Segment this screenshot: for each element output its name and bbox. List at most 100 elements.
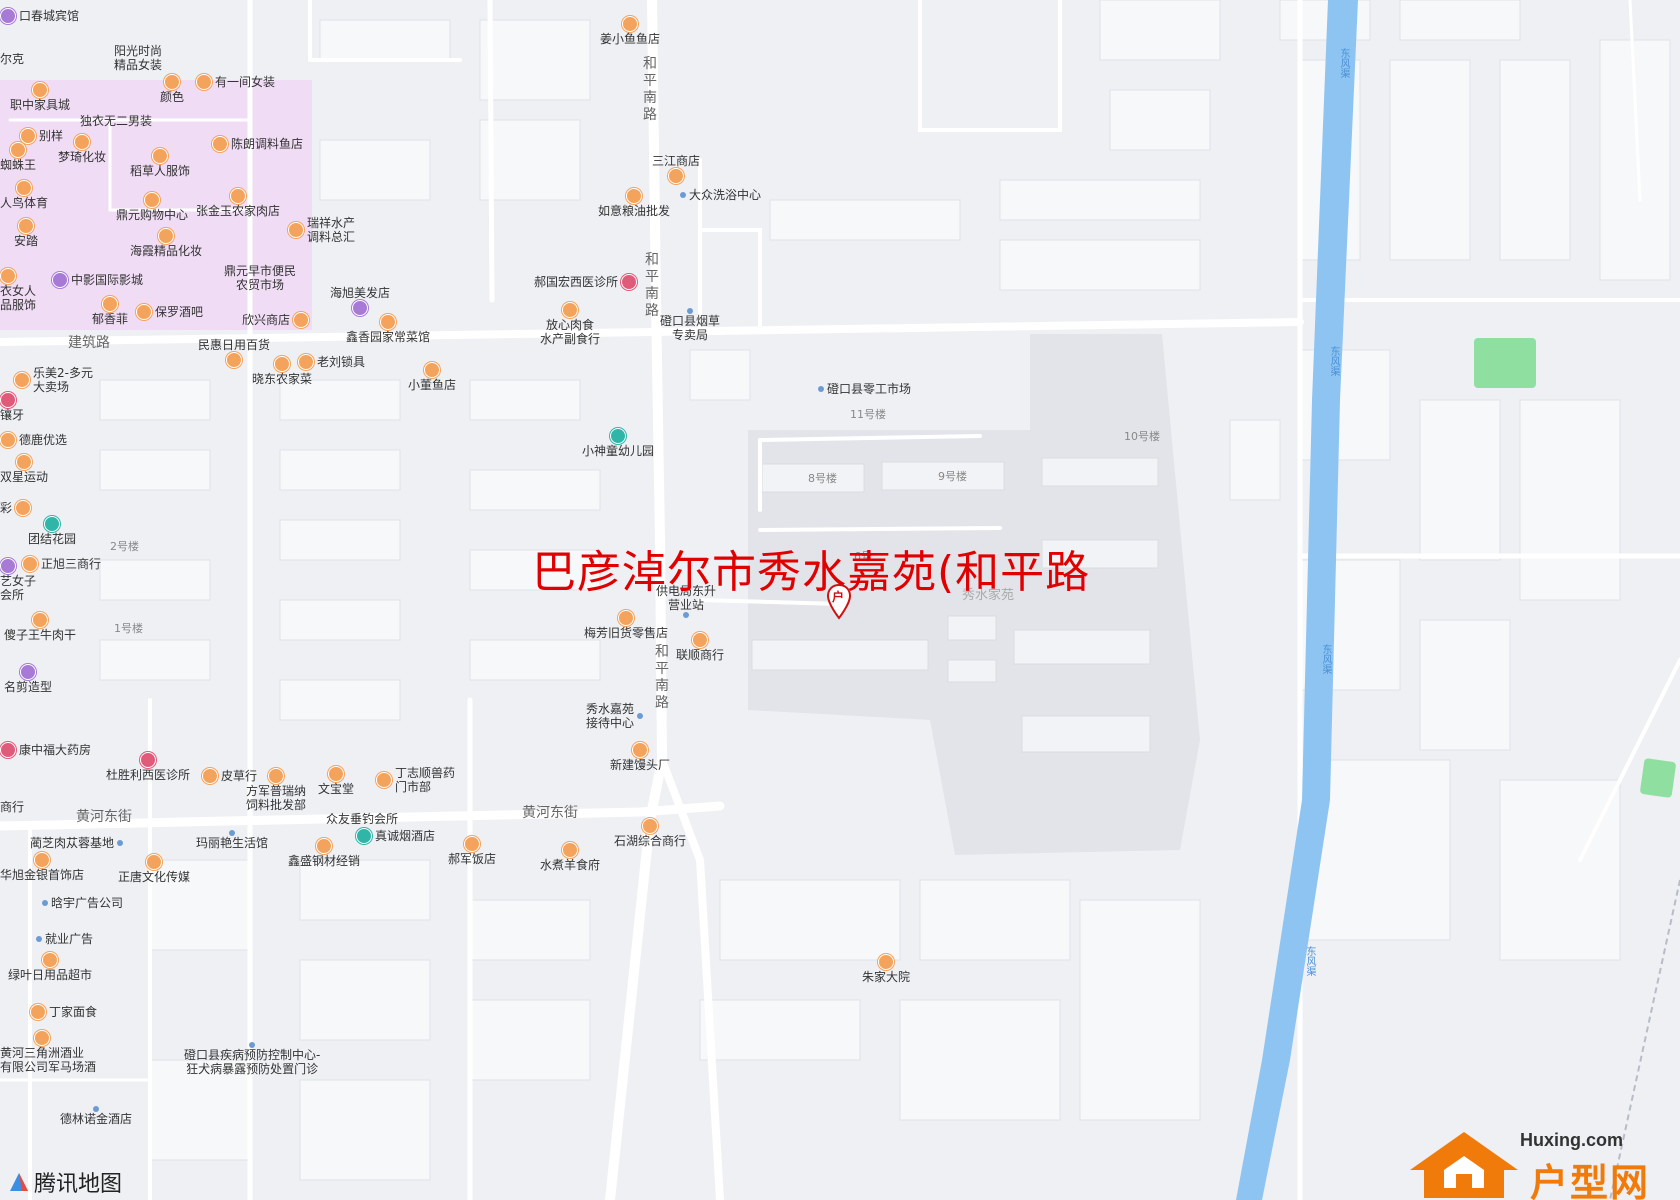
poi[interactable]: 放心肉食水产副食行 xyxy=(540,302,600,346)
poi[interactable]: 梅芳旧货零售店 xyxy=(584,610,668,640)
poi[interactable]: 欣兴商店 xyxy=(242,312,310,328)
poi[interactable]: 郝军饭店 xyxy=(448,836,496,866)
road-label-jianzhu: 建筑路 xyxy=(68,335,110,351)
poi[interactable]: 丁家面食 xyxy=(30,1004,97,1020)
poi[interactable]: 海旭美发店 xyxy=(330,286,390,316)
watermark-name: 户型网 xyxy=(1530,1161,1651,1200)
poi[interactable]: 三江商店 xyxy=(652,154,700,184)
poi[interactable]: 乐美2-多元大卖场 xyxy=(14,366,93,394)
poi[interactable]: 双星运动 xyxy=(0,454,48,484)
poi[interactable]: 傻子王牛肉干 xyxy=(4,612,76,642)
park-icon xyxy=(44,516,60,532)
poi[interactable]: 石湖综合商行 xyxy=(614,818,686,848)
poi[interactable]: 民惠日用百货 xyxy=(198,338,270,368)
poi[interactable]: 大众洗浴中心 xyxy=(680,188,761,202)
poi[interactable]: 蔺芝肉苁蓉基地 xyxy=(30,836,124,850)
poi[interactable]: 德鹿优选 xyxy=(0,432,67,448)
restaurant-icon xyxy=(878,954,894,970)
poi[interactable]: 海霞精品化妆 xyxy=(130,228,202,258)
poi[interactable]: 瑞祥水产调料总汇 xyxy=(288,216,355,244)
poi[interactable]: 梦琦化妆 xyxy=(58,134,106,164)
poi[interactable]: 秀水嘉苑接待中心 xyxy=(586,702,644,730)
poi[interactable]: 联顺商行 xyxy=(676,632,724,662)
poi[interactable]: 颜色 xyxy=(160,74,184,104)
shop-icon xyxy=(10,142,26,158)
poi[interactable]: 晗宇广告公司 xyxy=(42,896,123,910)
poi[interactable]: 蜘蛛王 xyxy=(0,142,36,172)
poi[interactable]: 鼎元购物中心 xyxy=(116,192,188,222)
poi[interactable]: 稻草人服饰 xyxy=(130,148,190,178)
poi[interactable]: 水煮羊食府 xyxy=(540,842,600,872)
river-label-1: 东风渠 xyxy=(1338,48,1349,78)
poi[interactable]: 别样 xyxy=(20,128,63,144)
poi[interactable]: 团结花园 xyxy=(28,516,76,546)
poi[interactable]: 朱家大院 xyxy=(862,954,910,984)
poi[interactable]: 丁志顺兽药门市部 xyxy=(376,766,455,794)
poi[interactable]: 阳光时尚精品女装 xyxy=(114,44,163,72)
poi[interactable]: 真诚烟酒店 xyxy=(356,828,435,844)
poi[interactable]: 独衣无二男装 xyxy=(80,114,153,128)
poi[interactable]: 供电局东升营业站 xyxy=(656,584,716,618)
poi[interactable]: 郝国宏西医诊所 xyxy=(534,274,638,290)
poi[interactable]: 小神童幼儿园 xyxy=(582,428,654,458)
poi[interactable]: 皮草行 xyxy=(202,768,257,784)
location-marker-icon[interactable] xyxy=(826,584,852,620)
poi[interactable]: 杜胜利西医诊所 xyxy=(106,752,190,782)
poi[interactable]: 文宝堂 xyxy=(318,766,354,796)
building-label-11: 11号楼 xyxy=(850,408,886,421)
marker-label: 户 xyxy=(832,590,845,604)
poi[interactable]: 方军普瑞纳饲料批发部 xyxy=(246,768,306,812)
poi[interactable]: 玛丽艳生活馆 xyxy=(196,830,268,850)
poi[interactable]: 老刘锁具 xyxy=(298,354,365,370)
poi[interactable]: 镶牙 xyxy=(0,392,24,422)
poi[interactable]: 磴口县疾病预防控制中心-狂犬病暴露预防处置门诊 xyxy=(184,1042,320,1076)
poi[interactable]: 口春城宾馆 xyxy=(0,8,79,24)
spa-icon xyxy=(0,558,16,574)
poi[interactable]: 安踏 xyxy=(14,218,38,248)
poi[interactable]: 康中福大药房 xyxy=(0,742,91,758)
shop-icon xyxy=(212,136,228,152)
poi[interactable]: 华旭金银首饰店 xyxy=(0,852,84,882)
poi[interactable]: 商行 xyxy=(0,800,25,814)
poi[interactable]: 彩 xyxy=(0,500,32,516)
poi[interactable]: 郁香菲 xyxy=(92,296,128,326)
shop-icon xyxy=(668,168,684,184)
poi[interactable]: 绿叶日用品超市 xyxy=(8,952,92,982)
river-label-4: 东风渠 xyxy=(1304,946,1315,976)
poi[interactable]: 尔克 xyxy=(0,52,25,66)
poi[interactable]: 新建馒头厂 xyxy=(610,742,670,772)
poi[interactable]: 陈朗调料鱼店 xyxy=(212,136,303,152)
pharmacy-icon xyxy=(0,742,16,758)
shop-icon xyxy=(152,148,168,164)
shop-icon xyxy=(16,180,32,196)
poi[interactable]: 名剪造型 xyxy=(4,664,52,694)
poi[interactable]: 就业广告 xyxy=(36,932,93,946)
poi[interactable]: 张金玉农家肉店 xyxy=(196,188,280,218)
poi[interactable]: 艺女子会所 xyxy=(0,558,36,602)
poi[interactable]: 黄河三角洲酒业有限公司军马场酒 xyxy=(0,1030,96,1074)
poi[interactable]: 正唐文化传媒 xyxy=(118,854,190,884)
poi[interactable]: 鼎元早市便民农贸市场 xyxy=(224,264,297,292)
building-label-2: 2号楼 xyxy=(110,540,139,553)
poi[interactable]: 人鸟体育 xyxy=(0,180,48,210)
poi[interactable]: 如意粮油批发 xyxy=(598,188,670,218)
poi[interactable]: 职中家具城 xyxy=(10,82,70,112)
poi[interactable]: 小董鱼店 xyxy=(408,362,456,392)
poi[interactable]: 衣女人品服饰 xyxy=(0,268,36,312)
poi[interactable]: 有一间女装 xyxy=(196,74,275,90)
scissors-icon xyxy=(352,300,368,316)
poi[interactable]: 中影国际影城 xyxy=(52,272,143,288)
poi[interactable]: 磴口县零工市场 xyxy=(818,382,911,396)
poi[interactable]: 磴口县烟草专卖局 xyxy=(660,308,720,342)
poi[interactable]: 晓东农家菜 xyxy=(252,356,312,386)
poi[interactable]: 正旭三商行 xyxy=(22,556,101,572)
building-label-1: 1号楼 xyxy=(114,622,143,635)
poi[interactable]: 众友垂钓会所 xyxy=(326,812,399,826)
poi[interactable]: 姜小鱼鱼店 xyxy=(600,16,660,46)
poi[interactable]: 德林诺金酒店 xyxy=(60,1106,132,1126)
poi[interactable]: 鑫盛钢材经销 xyxy=(288,838,360,868)
poi[interactable]: 鑫香园家常菜馆 xyxy=(346,314,430,344)
poi[interactable]: 保罗酒吧 xyxy=(136,304,203,320)
